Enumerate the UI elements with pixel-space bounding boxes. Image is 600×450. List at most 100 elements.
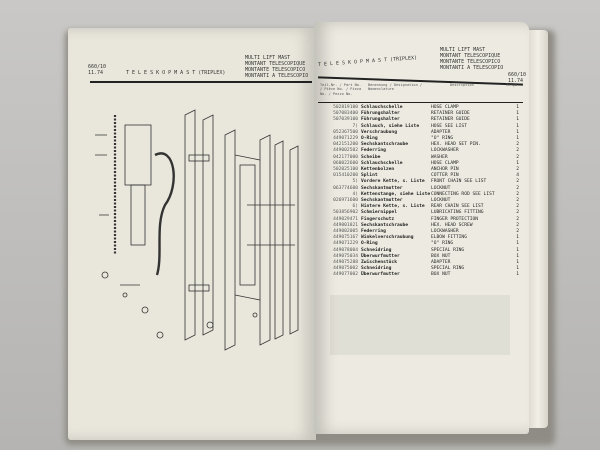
lang-en: MULTI LIFT MAST [245,55,291,61]
part-en: ADAPTER [431,129,451,135]
right-page-code: 660/10 11.74 [508,72,527,84]
left-page-languages: MULTI LIFT MAST MONTANT TELESCOPIQUE MON… [245,55,308,79]
part-de: Sechskantmutter [361,198,403,204]
part-de: Federring [361,229,386,235]
part-en: FRONT CHAIN SEE LIST [431,179,487,185]
part-q: 1 [516,266,519,272]
part-pn: 063774600 [333,185,358,191]
outer-mast [184,109,214,341]
part-q: 2 [516,148,519,154]
part-pn: 026971600 [333,198,358,204]
exploded-parts-diagram [95,109,299,351]
part-de: Verschraubung [361,129,397,135]
part-en: BOX NUT [431,272,451,278]
lang-it: MONTANTI A TELESCOPIO [440,65,504,71]
part-de: Schlauchschelle [361,105,403,110]
col-description: Description [450,83,474,87]
part-de: Federring [361,148,386,154]
part-pn: 449001821 [333,222,358,228]
part-pn: 449075288 [333,260,358,266]
part-q: 1 [516,235,519,241]
part-en: SPECIAL RING [431,247,465,253]
part-de: Schlauch, siehe Liste [361,123,420,129]
part-en: HOSE CLAMP [431,105,459,110]
part-de: Sechskantschraube [361,142,409,148]
part-en: RETAINER GUIDE [431,117,470,123]
part-q: 1 [516,136,519,142]
part-q: 2 [516,210,519,216]
part-pn: 503856902 [333,210,358,216]
part-pn: 449071229 [333,241,358,247]
lang-es: MONTANTE TELESCOPICO [440,59,501,65]
part-q: 2 [516,142,519,148]
part-pn: 042177000 [333,154,358,160]
part-de: Schneidring [361,247,392,253]
col-part-no: Teil-Nr. / Part No. / Pièce No. / Pieza … [320,83,362,96]
col-qty: Menge [506,83,517,87]
part-q: 2 [516,185,519,191]
part-q: 2 [516,154,519,160]
right-page-languages: MULTI LIFT MAST MONTANT TELESCOPIQUE MON… [440,47,503,71]
part-pn: 502025100 [333,167,358,173]
part-q: 1 [516,260,519,266]
part-en: LOCKWASHER [431,148,459,154]
part-en: RETAINER GUIDE [431,111,470,117]
part-en: LUBRICATING FITTING [431,210,484,216]
part-q: 2 [516,198,519,204]
lang-en: MULTI LIFT MAST [440,47,486,53]
page-edges [528,30,548,428]
part-pn: 449078004 [333,247,358,253]
part-pn: 052367500 [333,129,358,135]
part-pn: 449002005 [333,229,358,235]
part-de: Vordere Kette, s. Liste [361,179,425,185]
part-en: BOX NUT [431,253,451,259]
lift-cylinder [124,124,175,276]
lang-it: MONTANTI A TELESCOPIO [245,73,309,79]
part-en: LOCKNUT [431,198,451,204]
part-en: HOSE SEE LIST [431,123,467,129]
part-de: O-Ring [361,241,378,247]
part-de: Führungshalter [361,111,400,117]
part-q: 2 [516,229,519,235]
part-q: 1 [516,105,519,110]
part-pn: 507083400 [333,111,358,117]
table-rule [318,102,523,103]
part-en: ANCHOR PIN [431,167,459,173]
middle-mast [224,129,271,351]
show-through-print [330,295,510,355]
part-de: Schmiernippel [361,210,397,216]
part-pn: 6) [352,204,358,210]
part-pn: 7) [352,123,358,129]
part-de: Überwurfmutter [361,272,400,278]
part-en: REAR CHAIN SEE LIST [431,204,484,210]
right-page [314,22,529,434]
left-page-code: 660/10 11.74 [88,64,107,76]
part-en: COTTER PIN [431,173,459,179]
part-q: 1 [516,272,519,278]
part-q: 2 [516,179,519,185]
part-q: 1 [516,247,519,253]
part-pn: 449077002 [333,272,358,278]
part-en: WASHER [431,154,448,160]
small-parts [95,134,258,339]
part-de: Kettenstange, siehe Liste [361,191,431,197]
part-en: LOCKNUT [431,185,451,191]
part-pn: 449071229 [333,136,358,142]
col-designation: Benennung / Designation / Nomenclature [368,83,423,92]
